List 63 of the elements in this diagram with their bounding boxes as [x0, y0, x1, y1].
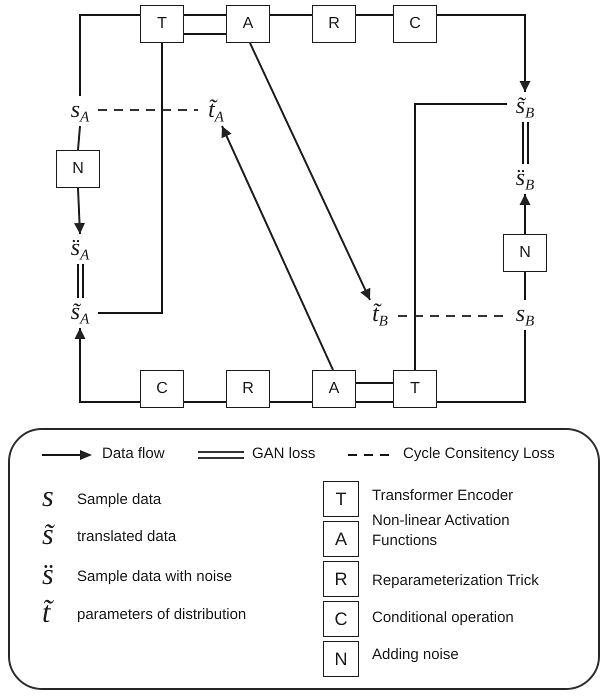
connector-line — [356, 401, 393, 403]
legend-text: Sample data with noise — [77, 567, 232, 587]
operation-block: N — [503, 234, 547, 272]
arrow — [249, 42, 371, 300]
operation-block: A — [312, 370, 356, 408]
connector-line — [184, 33, 226, 35]
connector-line — [527, 122, 529, 164]
math-symbol: s̈$_{B}$ — [507, 164, 543, 194]
operation-block: R — [323, 561, 359, 597]
operation-block: R — [312, 5, 356, 43]
connector-line — [522, 122, 524, 164]
math-symbol: s$_{A}$ — [62, 96, 98, 126]
connector-line — [82, 264, 84, 298]
operation-block: C — [393, 5, 437, 43]
connector-line — [98, 43, 163, 314]
math-symbol: s̈ — [42, 560, 54, 590]
operation-block: C — [323, 601, 359, 637]
operation-block: T — [393, 370, 437, 408]
arrow — [74, 188, 86, 234]
legend-text: Reparameterization Trick — [372, 571, 539, 591]
connector-line — [524, 272, 526, 300]
connector-line — [184, 14, 226, 16]
math-symbol: s — [42, 482, 54, 512]
legend-text: Sample data — [77, 490, 162, 510]
operation-block: T — [323, 481, 359, 517]
legend-text: Cycle Consitency Loss — [403, 444, 555, 464]
legend-text: parameters of distribution — [77, 605, 246, 625]
operation-block: N — [323, 641, 359, 677]
legend-text: GAN loss — [252, 444, 316, 464]
connector-line — [414, 103, 507, 370]
connector-line — [77, 264, 79, 298]
connector-line — [356, 14, 393, 16]
operation-block: N — [56, 150, 100, 188]
operation-block: T — [140, 5, 184, 43]
connector-line — [356, 382, 393, 384]
operation-block: A — [226, 5, 270, 43]
legend-text: translated data — [77, 527, 176, 547]
connector-line — [437, 330, 526, 403]
connector-line — [270, 401, 312, 403]
arrow — [74, 328, 140, 403]
connector-line — [79, 14, 140, 96]
connector-line — [184, 401, 226, 403]
dashed-line — [98, 109, 198, 111]
connector-line — [77, 126, 81, 150]
math-symbol: s̈$_{A}$ — [62, 234, 98, 264]
legend-text: Adding noise — [372, 645, 459, 665]
legend-text: Transformer Encoder — [372, 486, 514, 506]
math-symbol: s̃ — [42, 520, 54, 550]
operation-block: R — [226, 370, 270, 408]
legend-text: Data flow — [102, 444, 165, 464]
arrow — [520, 194, 530, 234]
legend-text: Conditional operation — [372, 608, 514, 628]
math-symbol: s$_{B}$ — [507, 300, 543, 330]
math-symbol: s̃$_{A}$ — [62, 298, 98, 328]
connector-line — [270, 14, 312, 16]
math-symbol: t̃$_{A}$ — [198, 96, 234, 126]
math-symbol: s̃$_{B}$ — [507, 92, 543, 122]
arrow — [437, 14, 530, 92]
legend-text: Non-linear Activation Functions — [372, 511, 511, 552]
arrow — [221, 126, 334, 370]
math-symbol: t̃$_{B}$ — [362, 300, 398, 330]
operation-block: A — [323, 521, 359, 557]
operation-block: C — [140, 370, 184, 408]
